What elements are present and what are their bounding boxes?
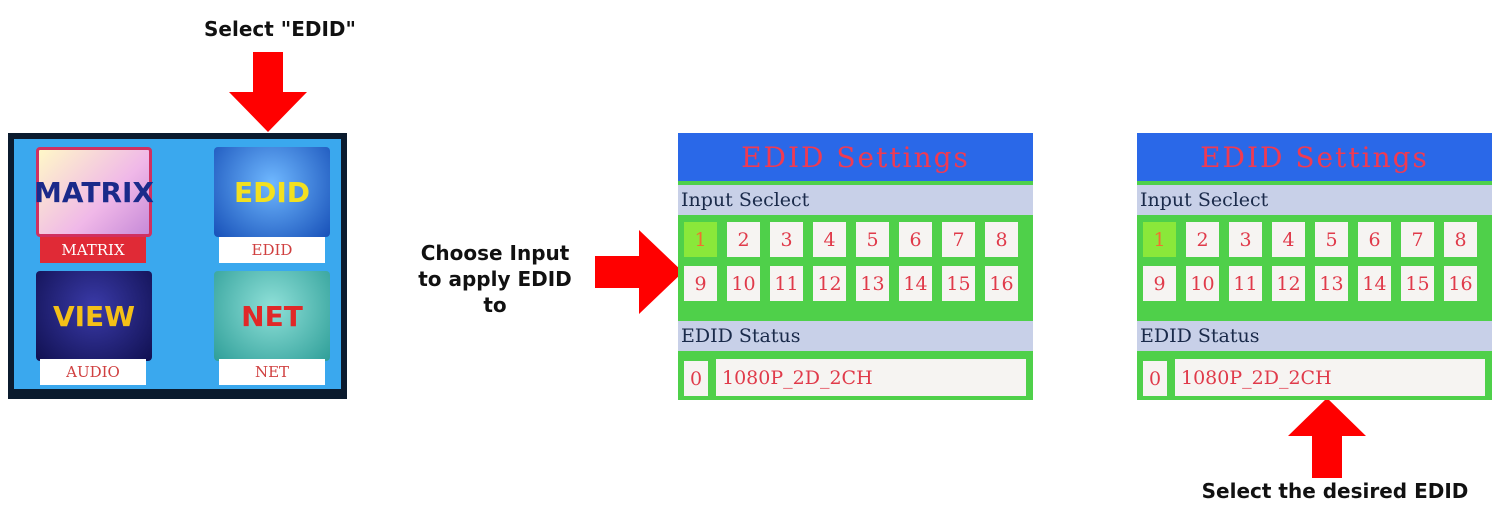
input-button-3[interactable]: 3 — [1229, 222, 1262, 257]
input-button-9[interactable]: 9 — [1143, 266, 1176, 301]
edid-tile-button[interactable]: EDID — [214, 147, 330, 237]
input-button-15[interactable]: 15 — [1401, 266, 1434, 301]
input-button-5[interactable]: 5 — [856, 222, 889, 257]
input-button-1[interactable]: 1 — [684, 222, 717, 257]
edid-settings-title: EDID Settings — [1137, 133, 1492, 181]
input-button-12[interactable]: 12 — [813, 266, 846, 301]
audio-label[interactable]: AUDIO — [40, 359, 146, 385]
matrix-label[interactable]: MATRIX — [40, 237, 146, 263]
input-button-16[interactable]: 16 — [985, 266, 1018, 301]
right-arrow-icon — [595, 230, 683, 314]
edid-status-value[interactable]: 1080P_2D_2CH — [1175, 359, 1485, 396]
caption-select-edid: Select "EDID" — [204, 17, 356, 41]
matrix-tile-button[interactable]: MATRIX — [33, 147, 155, 237]
input-select-header: Input Seclect — [1137, 185, 1492, 215]
input-button-1[interactable]: 1 — [1143, 222, 1176, 257]
net-icon: NET — [241, 299, 303, 333]
input-button-2[interactable]: 2 — [727, 222, 760, 257]
input-button-10[interactable]: 10 — [727, 266, 760, 301]
edid-status-header: EDID Status — [1137, 321, 1492, 351]
net-label[interactable]: NET — [219, 359, 325, 385]
input-button-8[interactable]: 8 — [1444, 222, 1477, 257]
input-button-12[interactable]: 12 — [1272, 266, 1305, 301]
input-button-16[interactable]: 16 — [1444, 266, 1477, 301]
input-button-14[interactable]: 14 — [899, 266, 932, 301]
input-button-13[interactable]: 13 — [856, 266, 889, 301]
input-button-8[interactable]: 8 — [985, 222, 1018, 257]
edid-status-header: EDID Status — [678, 321, 1033, 351]
input-button-9[interactable]: 9 — [684, 266, 717, 301]
up-arrow-icon — [1288, 398, 1366, 478]
edid-label[interactable]: EDID — [219, 237, 325, 263]
edid-icon: EDID — [233, 175, 311, 209]
input-button-11[interactable]: 11 — [1229, 266, 1262, 301]
input-button-6[interactable]: 6 — [1358, 222, 1391, 257]
input-button-7[interactable]: 7 — [942, 222, 975, 257]
main-menu-screen: MATRIX MATRIX EDID EDID VIEW AUDIO NET N… — [8, 133, 347, 399]
input-button-6[interactable]: 6 — [899, 222, 932, 257]
input-button-3[interactable]: 3 — [770, 222, 803, 257]
input-button-7[interactable]: 7 — [1401, 222, 1434, 257]
edid-status-number[interactable]: 0 — [1143, 361, 1167, 396]
input-button-4[interactable]: 4 — [813, 222, 846, 257]
edid-status-number[interactable]: 0 — [684, 361, 708, 396]
audio-tile-button[interactable]: VIEW — [36, 271, 152, 361]
input-button-15[interactable]: 15 — [942, 266, 975, 301]
main-menu-panel: MATRIX MATRIX EDID EDID VIEW AUDIO NET N… — [14, 139, 341, 389]
input-button-5[interactable]: 5 — [1315, 222, 1348, 257]
edid-status-value[interactable]: 1080P_2D_2CH — [716, 359, 1026, 396]
net-tile-button[interactable]: NET — [214, 271, 330, 361]
view-icon: VIEW — [52, 299, 136, 333]
caption-select-desired-edid: Select the desired EDID — [1201, 479, 1469, 503]
input-button-13[interactable]: 13 — [1315, 266, 1348, 301]
input-select-header: Input Seclect — [678, 185, 1033, 215]
input-button-10[interactable]: 10 — [1186, 266, 1219, 301]
input-button-14[interactable]: 14 — [1358, 266, 1391, 301]
down-arrow-icon — [229, 52, 307, 132]
edid-settings-title: EDID Settings — [678, 133, 1033, 181]
input-button-2[interactable]: 2 — [1186, 222, 1219, 257]
input-button-4[interactable]: 4 — [1272, 222, 1305, 257]
matrix-icon: MATRIX — [33, 175, 155, 209]
caption-choose-input: Choose Input to apply EDID to — [418, 241, 572, 317]
input-button-11[interactable]: 11 — [770, 266, 803, 301]
